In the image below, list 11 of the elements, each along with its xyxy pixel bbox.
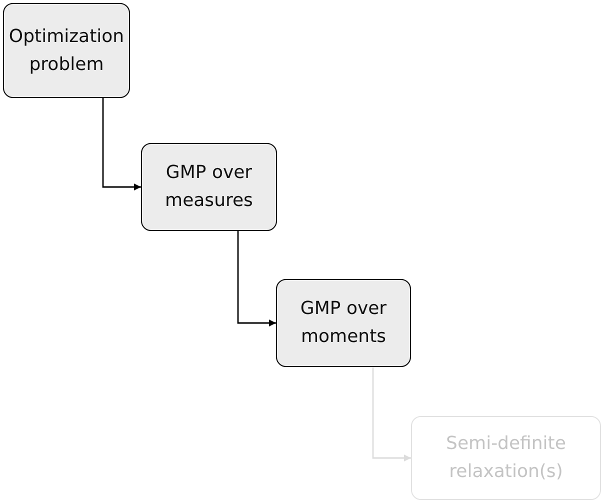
node-label: GMP over measures [164,161,254,213]
node-label: Optimization problem [8,24,126,76]
node-label: Semi-definite relaxation(s) [445,432,567,484]
process-box [411,416,601,500]
process-box [141,143,277,231]
process-box [276,279,411,367]
arrow [372,367,411,462]
process-box [3,3,130,98]
node-label: GMP over moments [299,297,388,349]
arrow [102,98,141,190]
arrow [237,231,276,326]
